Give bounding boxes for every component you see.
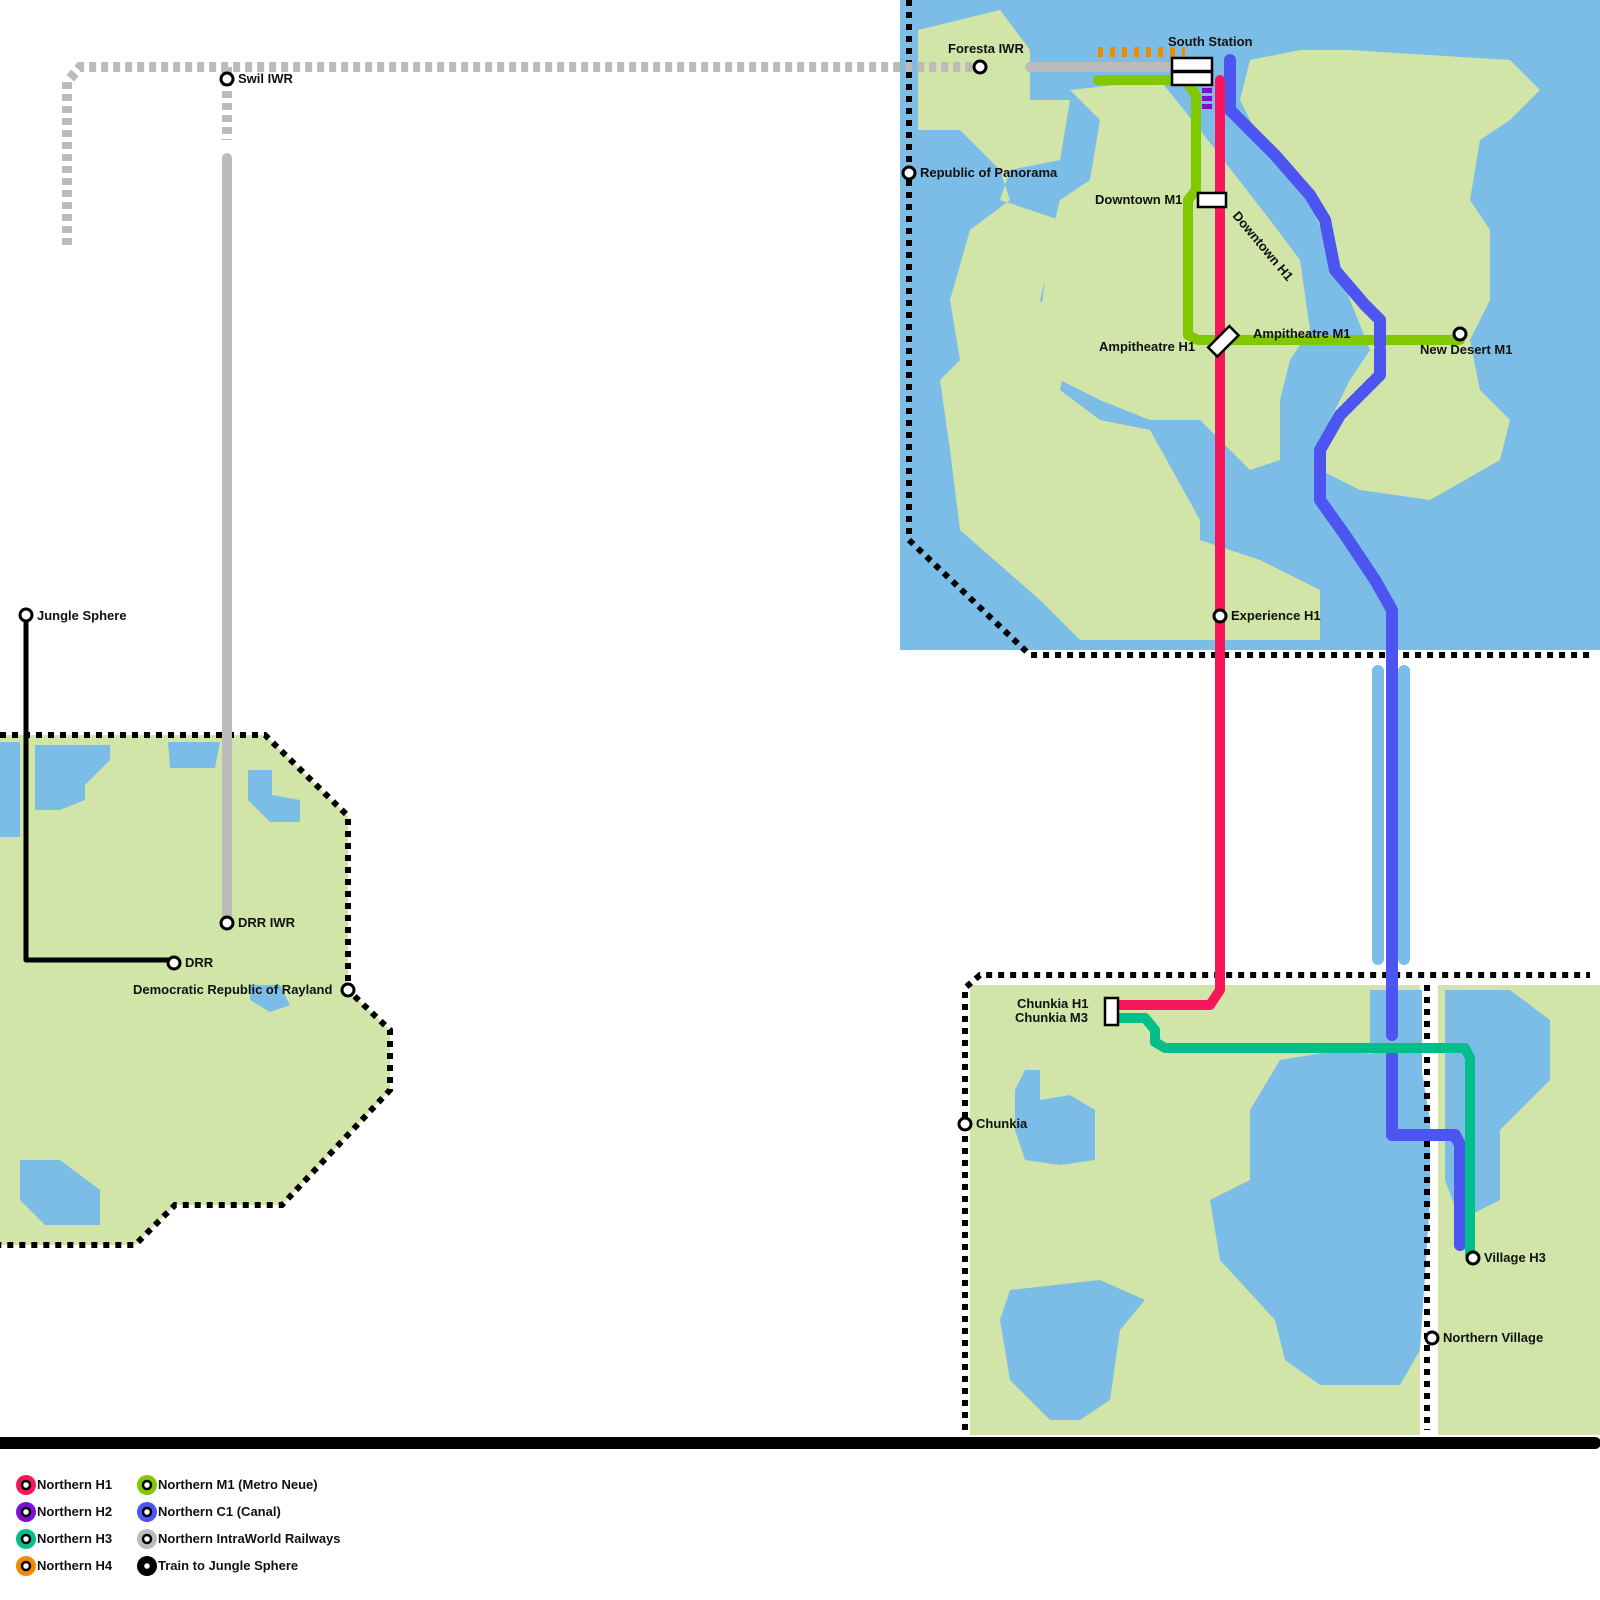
legend-label-northern-c1: Northern C1 (Canal) (158, 1504, 281, 1519)
south-station-interchange[interactable] (1170, 56, 1214, 73)
chunkia-canal-2 (1398, 665, 1410, 965)
line-northern-c1-chunkia (1386, 1049, 1466, 1251)
chunkia-lake-main (1210, 1050, 1430, 1385)
label-village-h3: Village H3 (1484, 1250, 1546, 1265)
downtown-interchange[interactable] (1196, 191, 1228, 209)
label-drr: DRR (185, 955, 214, 970)
panorama-land-mid (1040, 80, 1310, 470)
station-new-desert-m1[interactable] (1452, 326, 1468, 342)
label-south-station: South Station (1168, 34, 1253, 49)
legend-swatch-dot (20, 1479, 32, 1491)
rayland-water-6 (20, 1160, 100, 1225)
label-northern-village: Northern Village (1443, 1330, 1543, 1345)
legend-swatch-dot (20, 1560, 32, 1572)
legend-swatch-dot (141, 1506, 153, 1518)
panorama-border (906, 0, 1590, 658)
panorama-region (900, 0, 1600, 658)
chunkia-lake-west (1015, 1070, 1095, 1165)
label-democratic-republic-of-rayland: Democratic Republic of Rayland (133, 982, 332, 997)
station-foresta-iwr[interactable] (972, 59, 988, 75)
rayland-water-3 (168, 742, 220, 768)
line-northern-h1 (1110, 75, 1225, 1010)
chunkia-canal-1 (1372, 665, 1384, 965)
legend-label-train-jungle: Train to Jungle Sphere (158, 1558, 298, 1573)
transit-lines (23, 47, 1475, 1260)
legend-swatch-dot (20, 1506, 32, 1518)
line-northern-c1-south (1314, 344, 1398, 1041)
legend-label-northern-h2: Northern H2 (37, 1504, 112, 1519)
legend-label-northern-iwr: Northern IntraWorld Railways (158, 1531, 341, 1546)
label-swil-iwr: Swil IWR (238, 71, 294, 86)
label-downtown-m1: Downtown M1 (1095, 192, 1182, 207)
legend-swatch-dot (20, 1533, 32, 1545)
rayland-region (0, 732, 393, 1248)
station-chunkia[interactable] (957, 1116, 973, 1132)
panorama-land-south (1200, 540, 1320, 640)
legend-item-northern-h4: Northern H4 (16, 1556, 113, 1576)
legend-swatch-dot (141, 1533, 153, 1545)
label-chunkia: Chunkia (976, 1116, 1028, 1131)
legend-item-northern-c1: Northern C1 (Canal) (137, 1502, 281, 1522)
rayland-water-4 (248, 770, 300, 822)
label-foresta-iwr: Foresta IWR (948, 41, 1024, 56)
station-experience-h1[interactable] (1212, 608, 1228, 624)
legend-label-northern-h1: Northern H1 (37, 1477, 112, 1492)
legend-swatch-dot (141, 1479, 153, 1491)
stations (18, 56, 1481, 1346)
chunkia-interchange[interactable] (1103, 996, 1120, 1027)
ampitheatre-interchange[interactable] (1206, 324, 1241, 359)
legend-swatch-dot (141, 1560, 153, 1572)
rayland-water-2 (35, 745, 110, 810)
legend: Northern H1 Northern H2 Northern H3 Nort… (16, 1475, 341, 1576)
station-jungle-sphere[interactable] (18, 607, 34, 623)
label-ampitheatre-m1: Ampitheatre M1 (1253, 326, 1351, 341)
legend-item-northern-m1: Northern M1 (Metro Neue) (137, 1475, 318, 1495)
label-drr-iwr: DRR IWR (238, 915, 296, 930)
legend-item-train-jungle: Train to Jungle Sphere (137, 1556, 298, 1576)
panorama-land-west (918, 10, 1200, 640)
legend-label-northern-h3: Northern H3 (37, 1531, 112, 1546)
station-democratic-republic-of-rayland[interactable] (340, 982, 356, 998)
label-experience-h1: Experience H1 (1231, 608, 1321, 623)
panorama-land-east (1240, 50, 1540, 500)
south-station-interchange-lower[interactable] (1170, 70, 1214, 87)
label-republic-of-panorama: Republic of Panorama (920, 165, 1058, 180)
label-chunkia-h1: Chunkia H1 (1017, 996, 1089, 1011)
rayland-land (0, 735, 390, 1245)
legend-item-northern-h3: Northern H3 (16, 1529, 112, 1549)
label-new-desert-m1: New Desert M1 (1420, 342, 1512, 357)
station-republic-of-panorama[interactable] (901, 165, 917, 181)
station-swil-iwr[interactable] (219, 71, 235, 87)
legend-label-northern-h4: Northern H4 (37, 1558, 113, 1573)
station-village-h3[interactable] (1465, 1250, 1481, 1266)
legend-item-northern-h2: Northern H2 (16, 1502, 112, 1522)
legend-item-northern-iwr: Northern IntraWorld Railways (137, 1529, 341, 1549)
chunkia-lake-south (1000, 1280, 1145, 1420)
station-drr[interactable] (166, 955, 182, 971)
line-northern-c1 (1224, 54, 1386, 351)
station-drr-iwr[interactable] (219, 915, 235, 931)
line-northern-h3 (1115, 1013, 1475, 1260)
rayland-water-5 (250, 985, 290, 1012)
label-chunkia-m3: Chunkia M3 (1015, 1010, 1088, 1025)
line-iwr-dashed (62, 62, 980, 245)
line-jungle-sphere (23, 615, 172, 963)
label-jungle-sphere: Jungle Sphere (37, 608, 127, 623)
label-ampitheatre-h1: Ampitheatre H1 (1099, 339, 1195, 354)
legend-item-northern-h1: Northern H1 (16, 1475, 112, 1495)
station-northern-village[interactable] (1424, 1330, 1440, 1346)
chunkia-border-top (962, 972, 1590, 1430)
legend-label-northern-m1: Northern M1 (Metro Neue) (158, 1477, 318, 1492)
rayland-water-1 (0, 742, 20, 837)
